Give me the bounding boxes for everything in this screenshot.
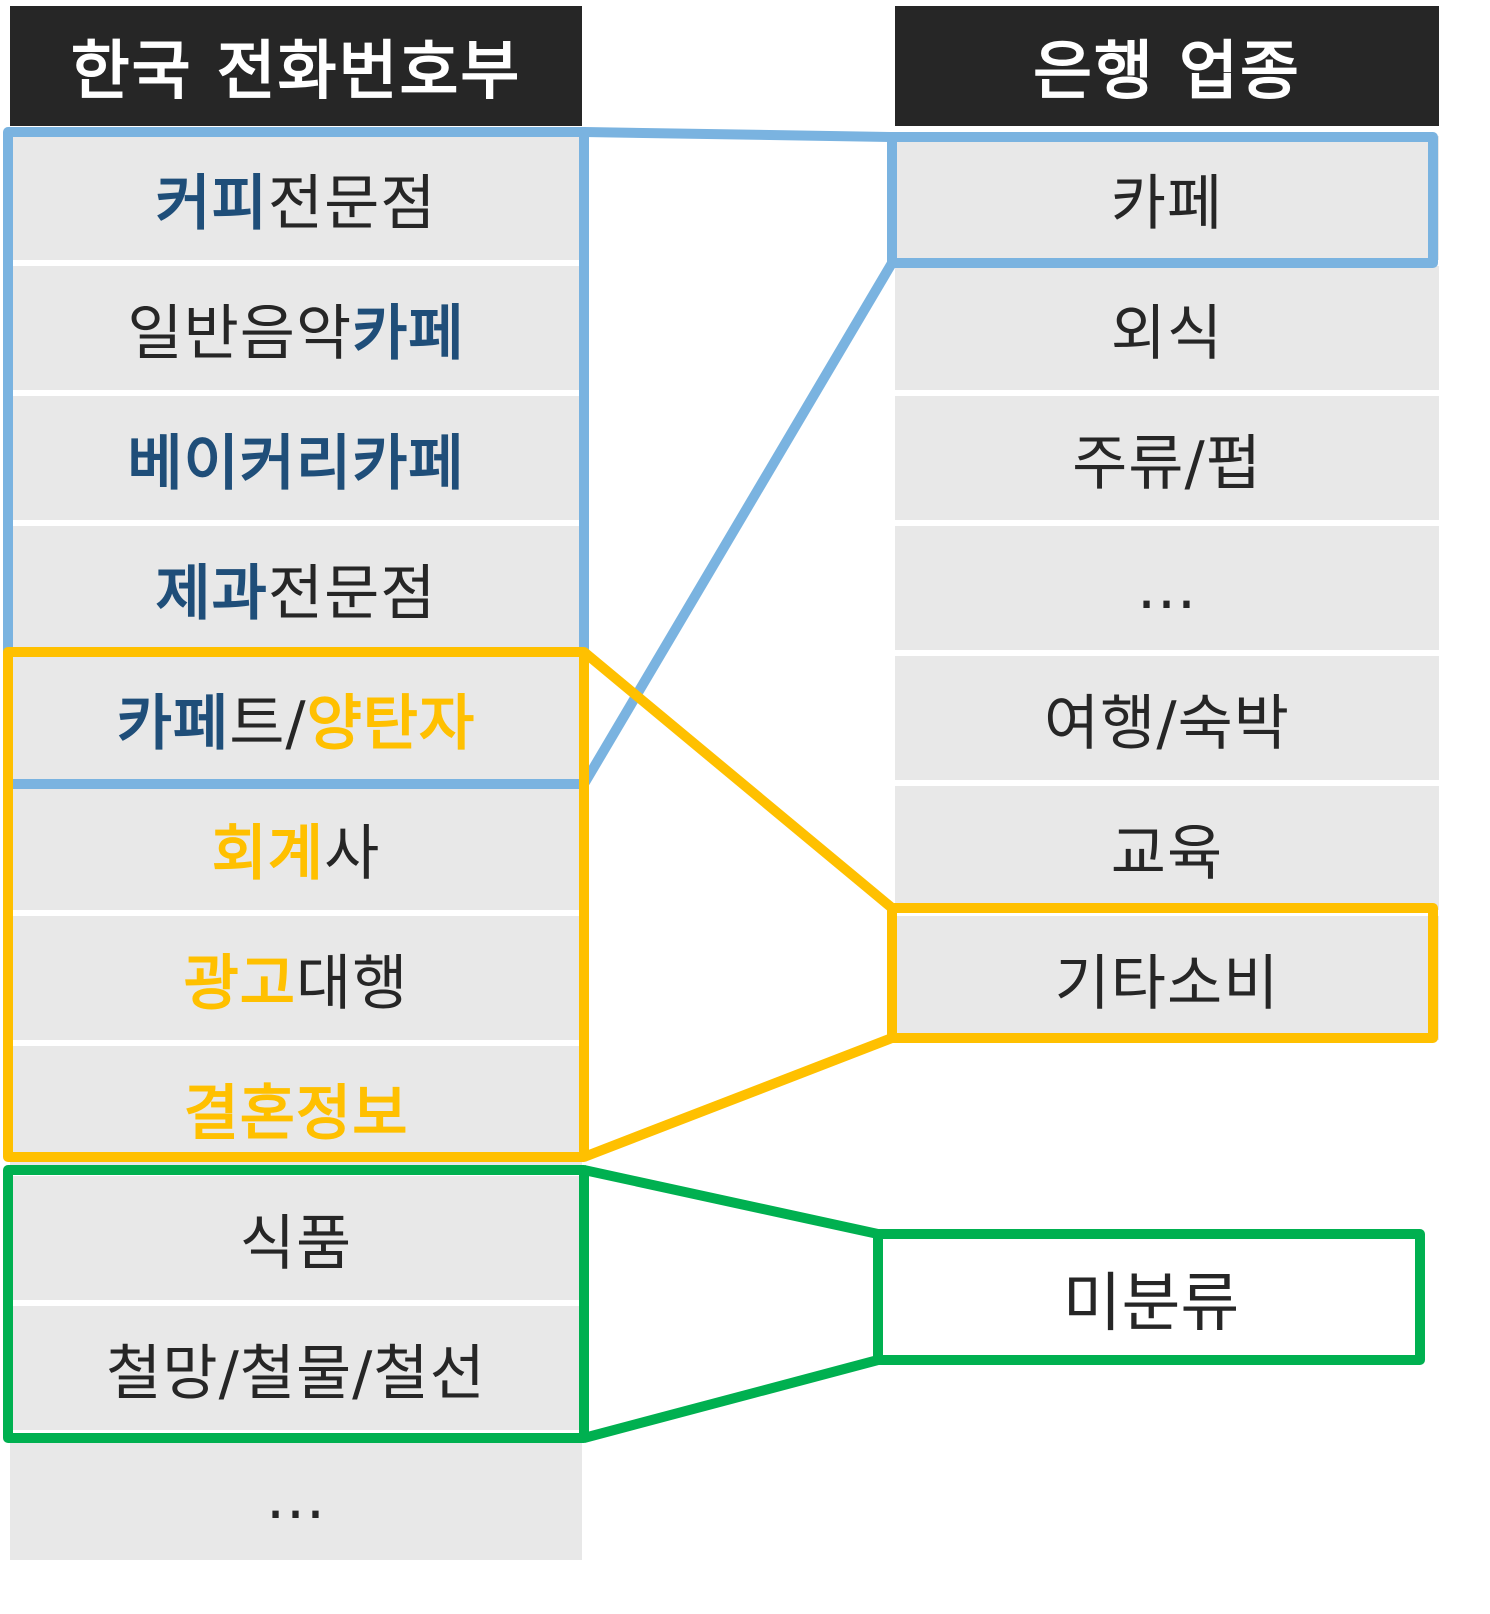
bank-industry-row: 기타소비 xyxy=(895,916,1439,1040)
category-text-segment: 전문점 xyxy=(267,558,437,629)
category-text-segment: 전문점 xyxy=(267,168,437,239)
gold-connector-bottom xyxy=(582,1033,894,1162)
bank-industry-row: 외식 xyxy=(895,266,1439,390)
category-text-segment: 트/ xyxy=(229,688,307,759)
phonebook-category-row: 식품 xyxy=(10,1176,582,1300)
green-connector-top xyxy=(582,1165,880,1239)
phonebook-category-row: 베이커리카페 xyxy=(10,396,582,520)
bank-industry-row: 주류/펍 xyxy=(895,396,1439,520)
phonebook-category-row: 결혼정보 xyxy=(10,1046,582,1170)
phonebook-category-row: 철망/철물/철선 xyxy=(10,1306,582,1430)
category-text-segment: 일반음악 xyxy=(127,298,353,369)
korean-phonebook-header: 한국 전화번호부 xyxy=(10,6,582,126)
blue-connector-bottom xyxy=(579,260,897,787)
category-text-segment: 카페 xyxy=(116,688,230,759)
bank-industry-row: … xyxy=(895,526,1439,650)
green-connector-bottom xyxy=(582,1355,880,1443)
category-text-segment: 식품 xyxy=(239,1208,353,1279)
category-text-segment: 커피 xyxy=(155,168,268,239)
category-text-segment: 광고 xyxy=(183,948,296,1019)
category-text-segment: 철망/철물/철선 xyxy=(106,1338,486,1409)
category-text-segment: 베이커리카페 xyxy=(127,428,465,499)
category-text-segment: 사 xyxy=(324,818,381,889)
category-text-segment: 회계 xyxy=(211,818,325,889)
category-text-segment: 제과 xyxy=(155,558,268,629)
category-text-segment: … xyxy=(265,1463,327,1533)
category-text-segment: 결혼정보 xyxy=(183,1078,409,1149)
phonebook-category-row: … xyxy=(10,1436,582,1560)
bank-industry-row: 카페 xyxy=(895,136,1439,260)
bank-industry-row: 교육 xyxy=(895,786,1439,910)
blue-connector-top xyxy=(583,127,893,142)
bank-industry-header: 은행 업종 xyxy=(895,6,1439,126)
gold-connector-top xyxy=(580,648,896,912)
category-text-segment: 양탄자 xyxy=(306,688,476,759)
bank-industry-row: 여행/숙박 xyxy=(895,656,1439,780)
category-text-segment: 대행 xyxy=(296,948,409,1019)
category-text-segment: 카페 xyxy=(352,298,465,369)
unclassified-label: 미분류 xyxy=(884,1240,1418,1356)
